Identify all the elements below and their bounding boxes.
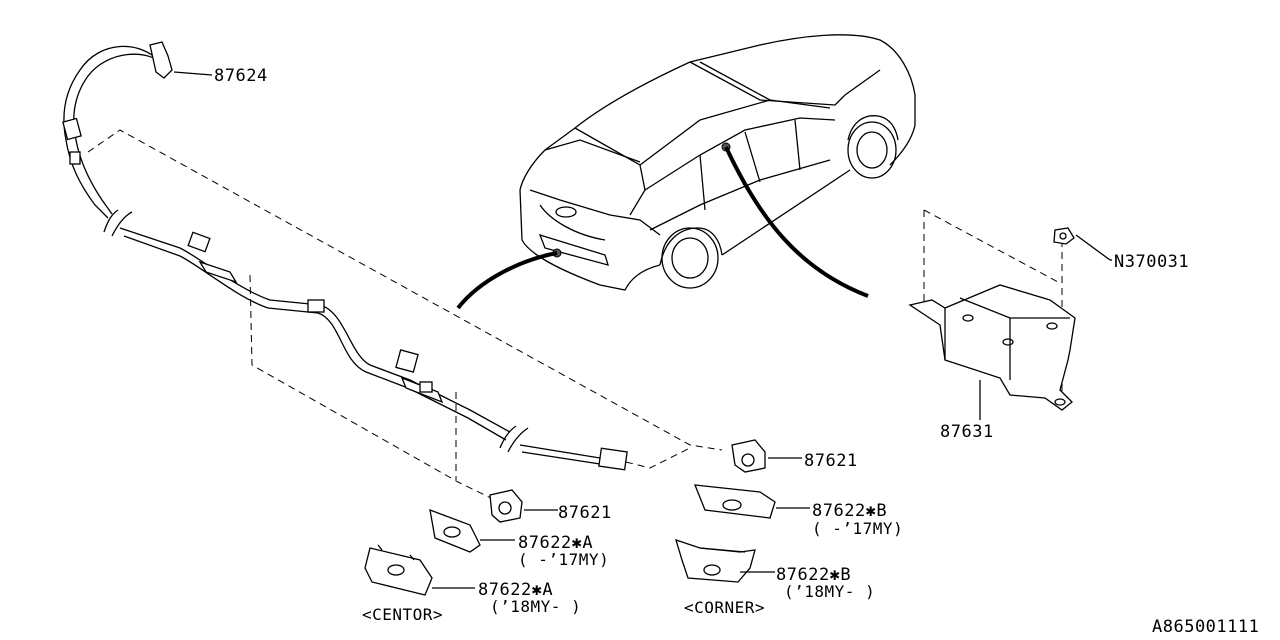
label-harness: 87624 <box>214 66 268 86</box>
cover-b-new <box>675 538 775 583</box>
label-cover-a-new: 87622✱A <box>478 580 553 600</box>
side-pointer-arc <box>724 146 869 298</box>
cover-b-old <box>693 484 810 519</box>
label-cover-b-new-note: (’18MY- ) <box>784 582 875 601</box>
dashed-guides <box>87 129 1063 501</box>
reference-code: A865001111 <box>1152 617 1259 637</box>
vehicle-outline <box>519 34 916 291</box>
label-cover-a-new-note: (’18MY- ) <box>490 597 581 616</box>
label-sensor-upper: 87621 <box>804 451 858 471</box>
label-nut: N370031 <box>1114 252 1189 272</box>
sensor-upper <box>731 439 802 473</box>
cover-a-new <box>364 544 475 596</box>
label-cover-b-new: 87622✱B <box>776 565 851 585</box>
label-cover-b-old: 87622✱B <box>812 501 887 521</box>
label-cover-b-old-note: ( -’17MY) <box>812 519 903 538</box>
control-module <box>908 227 1112 420</box>
label-cover-a-old-note: ( -’17MY) <box>518 550 609 569</box>
label-corner: <CORNER> <box>684 598 765 617</box>
cover-a-old <box>429 508 515 553</box>
rear-pointer-arc <box>456 251 558 310</box>
sensor-lower <box>489 489 558 523</box>
label-cover-a-old: 87622✱A <box>518 533 593 553</box>
wiring-harness <box>62 41 628 471</box>
label-centor: <CENTOR> <box>362 605 443 624</box>
label-module: 87631 <box>940 422 994 442</box>
label-sensor-lower: 87621 <box>558 503 612 523</box>
